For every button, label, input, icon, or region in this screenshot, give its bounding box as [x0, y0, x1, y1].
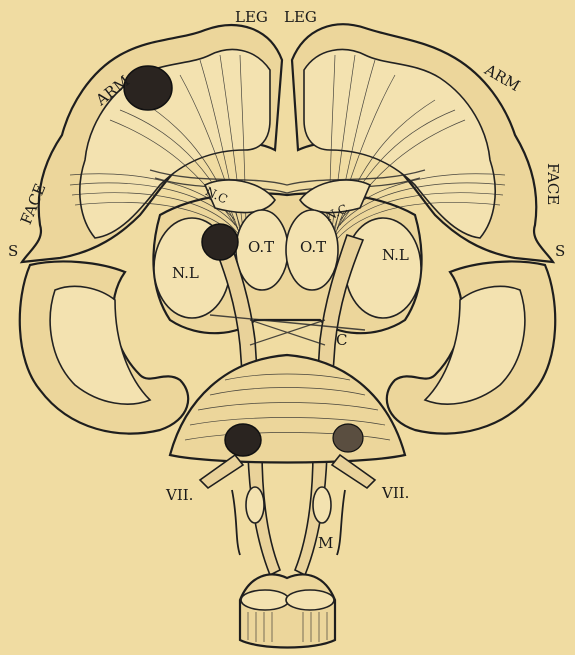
internal-capsule-lesion: [202, 224, 238, 260]
label-vii-right: VII.: [381, 484, 409, 502]
decussation-fibers: [250, 320, 325, 345]
label-leg-left: LEG: [235, 8, 268, 26]
label-nl-left: N.L: [172, 264, 199, 282]
right-pons-lesion: [333, 424, 363, 452]
left-olive: [246, 487, 264, 523]
right-olive: [313, 487, 331, 523]
right-lenticular-nucleus: [345, 218, 421, 318]
label-nl-right: N.L: [382, 246, 409, 264]
medulla-outline-right: [337, 490, 345, 555]
label-vii-left: VII.: [165, 486, 193, 504]
medulla-outline-left: [232, 490, 240, 555]
label-c: C: [336, 331, 347, 349]
arm-cortex-lesion: [124, 66, 172, 110]
label-s-right: S: [555, 242, 565, 260]
label-ot-left: O.T: [248, 238, 274, 256]
spinal-cord-section: [240, 574, 335, 647]
label-leg-right: LEG: [284, 8, 317, 26]
label-face-right: FACE: [544, 163, 562, 205]
left-pons-lesion: [225, 424, 261, 456]
label-s-left: S: [8, 242, 18, 260]
label-m: M: [318, 534, 333, 552]
label-ot-right: O.T: [300, 238, 326, 256]
corpus-callosum: [150, 170, 425, 185]
